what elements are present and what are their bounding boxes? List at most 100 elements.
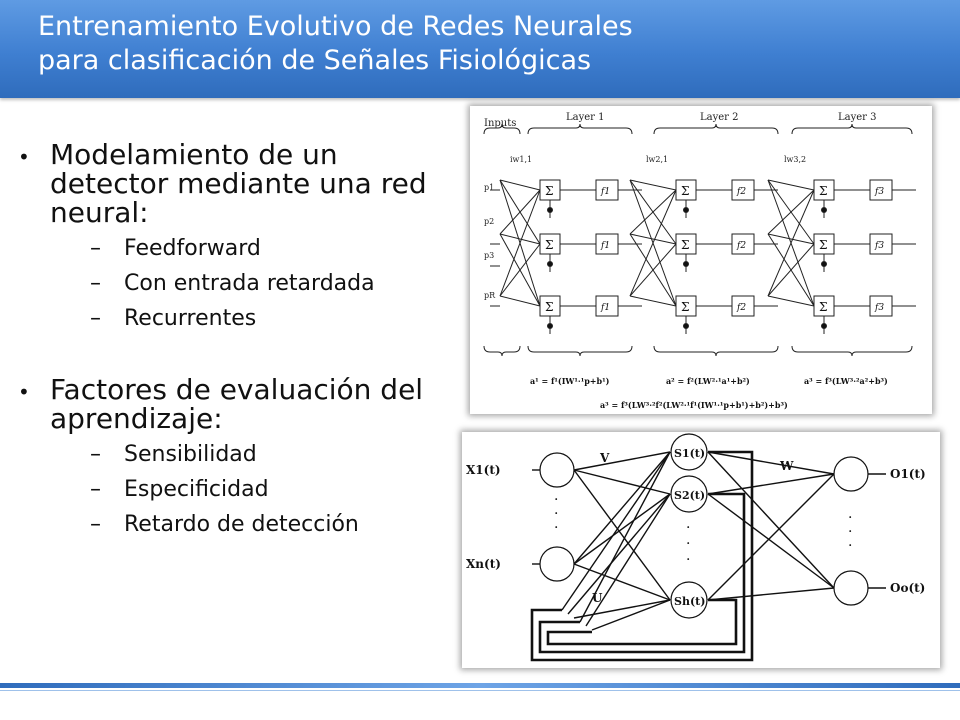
hidden-neuron	[670, 433, 708, 471]
bullet-dot: •	[18, 145, 30, 169]
connection-line	[767, 179, 815, 307]
bullet-content: • Modelamiento de un detector mediante u…	[18, 140, 438, 548]
layer-label: Layer 1	[566, 112, 605, 123]
bottom-accent-line	[0, 683, 960, 688]
transfer-label: f2	[736, 303, 746, 313]
bullet-item: • Factores de evaluación del aprendizaje…	[18, 375, 438, 537]
transfer-label: f2	[736, 241, 746, 251]
input-label: Xn(t)	[466, 557, 501, 571]
sum-symbol: Σ	[681, 184, 689, 198]
feedforward-network-diagram: Inputs Layer 1 Layer 2 Layer 3 p1 p2 p3 …	[470, 106, 932, 414]
bullet-item: • Modelamiento de un detector mediante u…	[18, 140, 438, 331]
transfer-label: f1	[600, 303, 610, 313]
output-label: Oo(t)	[890, 581, 925, 595]
input-node-label: pR	[484, 291, 496, 300]
connection-line	[499, 179, 541, 307]
svg-text:·: ·	[686, 520, 690, 536]
sum-symbol: Σ	[819, 238, 827, 252]
bias-node	[683, 207, 689, 213]
sub-item: –Recurrentes	[90, 306, 257, 331]
connection-line	[767, 179, 815, 245]
connection-line	[767, 179, 815, 191]
sum-symbol: Σ	[545, 184, 553, 198]
connection-line	[499, 233, 541, 245]
inputs-label: Inputs	[484, 118, 516, 129]
input-node-label: p1	[484, 183, 494, 192]
state-label: S2(t)	[674, 489, 705, 502]
bias-node	[821, 261, 827, 267]
sum-symbol: Σ	[819, 300, 827, 314]
bias-node	[547, 323, 553, 329]
sub-item: –Sensibilidad	[90, 442, 257, 467]
connection-line	[767, 295, 815, 307]
slide-title-line1: Entrenamiento Evolutivo de Redes Neurale…	[38, 11, 633, 42]
connection-line	[767, 233, 815, 307]
input-node-label: p2	[484, 217, 494, 226]
state-label: Sh(t)	[674, 595, 705, 608]
bias-node	[821, 323, 827, 329]
connection-line	[629, 233, 677, 307]
state-label: S1(t)	[674, 447, 705, 460]
sub-list: –Feedforward –Con entrada retardada –Rec…	[50, 237, 438, 331]
bullet-dot: •	[18, 380, 30, 404]
layer-label: Layer 2	[700, 112, 739, 123]
output-neuron	[833, 456, 869, 492]
svg-text:·: ·	[848, 538, 852, 554]
bias-node	[547, 207, 553, 213]
transfer-label: f2	[736, 187, 746, 197]
weight-label: lw3,2	[784, 155, 806, 164]
bullet-text: Factores de evaluación del aprendizaje:	[50, 373, 424, 435]
transfer-label: f3	[874, 241, 884, 251]
weight-v-label: V	[599, 451, 610, 465]
sum-symbol: Σ	[681, 238, 689, 252]
output-label: O1(t)	[890, 467, 926, 481]
svg-text:·: ·	[848, 524, 852, 540]
bias-node	[547, 261, 553, 267]
feedforward-svg: Inputs Layer 1 Layer 2 Layer 3 p1 p2 p3 …	[483, 112, 916, 410]
input-node-label: p3	[484, 251, 494, 260]
slide-title: Entrenamiento Evolutivo de Redes Neurale…	[38, 10, 938, 78]
connection-line	[499, 179, 541, 191]
sum-symbol: Σ	[681, 300, 689, 314]
sum-symbol: Σ	[819, 184, 827, 198]
input-neuron	[539, 546, 575, 582]
connection-line	[629, 179, 677, 191]
layer-label: Layer 3	[838, 112, 877, 123]
connection-line	[767, 233, 815, 245]
bias-node	[683, 323, 689, 329]
bias-node	[821, 207, 827, 213]
bottom-accent-line-thin	[0, 690, 960, 691]
svg-text:·: ·	[554, 492, 558, 508]
equation: a³ = f³(LW³·²a²+b³)	[804, 376, 888, 386]
bullet-text: Modelamiento de un detector mediante una…	[50, 138, 427, 229]
connection-line	[629, 233, 677, 245]
transfer-label: f1	[600, 241, 610, 251]
svg-text:·: ·	[686, 552, 690, 568]
transfer-label: f3	[874, 187, 884, 197]
sub-list: –Sensibilidad –Especificidad –Retardo de…	[50, 443, 438, 537]
weight-label: iw1,1	[510, 155, 532, 164]
output-neuron	[833, 570, 869, 606]
connection-line	[499, 233, 541, 307]
svg-text:·: ·	[848, 510, 852, 526]
weight-w-label: W	[779, 459, 794, 473]
weight-label: lw2,1	[646, 155, 668, 164]
connection-line	[499, 179, 541, 245]
svg-text:·: ·	[554, 506, 558, 522]
hidden-neuron	[670, 581, 708, 619]
recurrent-svg: X1(t) Xn(t) S1(t) S2(t) Sh(t) O1(t) Oo(t…	[466, 433, 926, 662]
sum-symbol: Σ	[545, 238, 553, 252]
transfer-label: f3	[874, 303, 884, 313]
connection-line	[629, 179, 677, 245]
sub-item: –Feedforward	[90, 236, 261, 261]
sub-item: –Especificidad	[90, 477, 269, 502]
connection-line	[629, 295, 677, 307]
svg-text:·: ·	[686, 536, 690, 552]
connection-line	[499, 295, 541, 307]
slide-title-line2: para clasificación de Señales Fisiológic…	[38, 45, 592, 76]
input-neuron	[539, 452, 575, 488]
transfer-label: f1	[600, 187, 610, 197]
title-bar: Entrenamiento Evolutivo de Redes Neurale…	[0, 0, 960, 98]
equation: a² = f²(LW²·¹a¹+b²)	[666, 376, 750, 386]
equation: a¹ = f¹(IW¹·¹p+b¹)	[530, 376, 610, 386]
